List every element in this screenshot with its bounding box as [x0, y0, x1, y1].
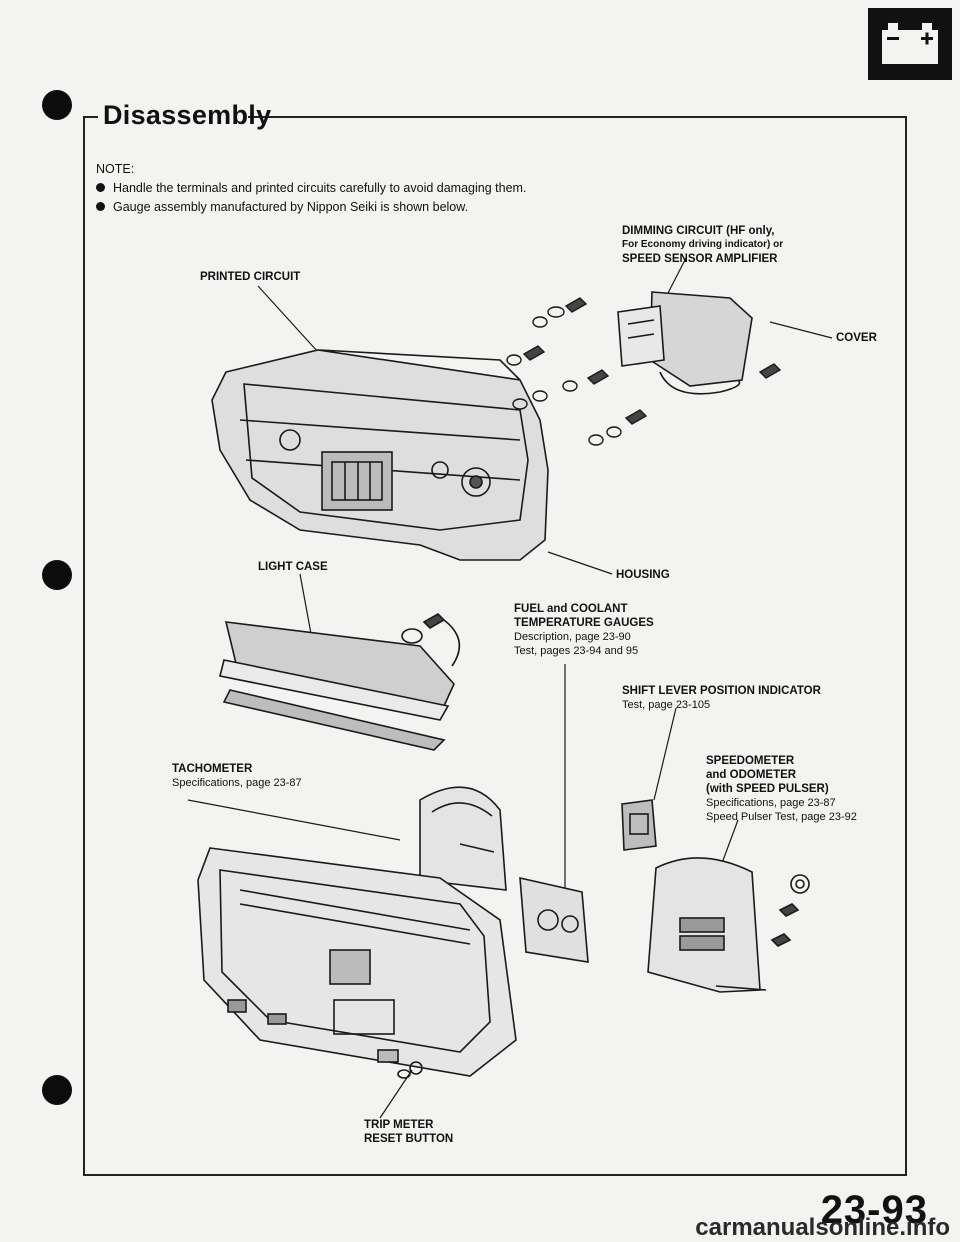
- label-speedometer: SPEEDOMETER and ODOMETER (with SPEED PUL…: [706, 755, 857, 823]
- binding-hole: [42, 90, 72, 120]
- page-number: 23-93: [820, 1188, 928, 1232]
- label-cover: COVER: [836, 332, 877, 344]
- dimming-circuit-drawing: [617, 291, 753, 395]
- trip-meter-drawing: [227, 999, 423, 1079]
- binding-hole: [42, 560, 72, 590]
- speedometer-drawing: [647, 857, 810, 993]
- fuel-gauge-drawing: [519, 876, 589, 963]
- label-housing: HOUSING: [616, 569, 670, 581]
- note-block: NOTE: Handle the terminals and printed c…: [96, 160, 526, 217]
- label-trip-meter: TRIP METER RESET BUTTON: [364, 1119, 454, 1145]
- note-item: Handle the terminals and printed circuit…: [96, 179, 526, 198]
- shift-indicator-drawing: [621, 799, 657, 851]
- label-fuel-gauges: FUEL and COOLANT TEMPERATURE GAUGES Desc…: [514, 603, 654, 657]
- housing-drawing: [211, 349, 549, 561]
- label-tachometer: TACHOMETER Specifications, page 23-87: [172, 763, 302, 789]
- frame-top-right: [248, 116, 907, 118]
- frame-top-left: [83, 116, 98, 118]
- label-dimming-circuit: DIMMING CIRCUIT (HF only, For Economy dr…: [622, 225, 784, 265]
- section-heading: Disassembly: [103, 100, 272, 130]
- bullet-icon: [96, 202, 105, 211]
- battery-icon: [868, 8, 952, 80]
- bulb-sockets: [506, 297, 782, 446]
- section-frame: [83, 116, 907, 1176]
- watermark-footer: carmanualsonline.info: [695, 1214, 950, 1241]
- binding-hole: [42, 1075, 72, 1105]
- note-item: Gauge assembly manufactured by Nippon Se…: [96, 198, 526, 217]
- tachometer-drawing: [419, 786, 507, 891]
- label-printed-circuit: PRINTED CIRCUIT: [200, 271, 301, 283]
- bullet-icon: [96, 183, 105, 192]
- note-title: NOTE:: [96, 162, 135, 176]
- light-case-drawing: [219, 613, 461, 751]
- label-shift-indicator: SHIFT LEVER POSITION INDICATOR Test, pag…: [622, 685, 821, 711]
- label-light-case: LIGHT CASE: [258, 561, 328, 573]
